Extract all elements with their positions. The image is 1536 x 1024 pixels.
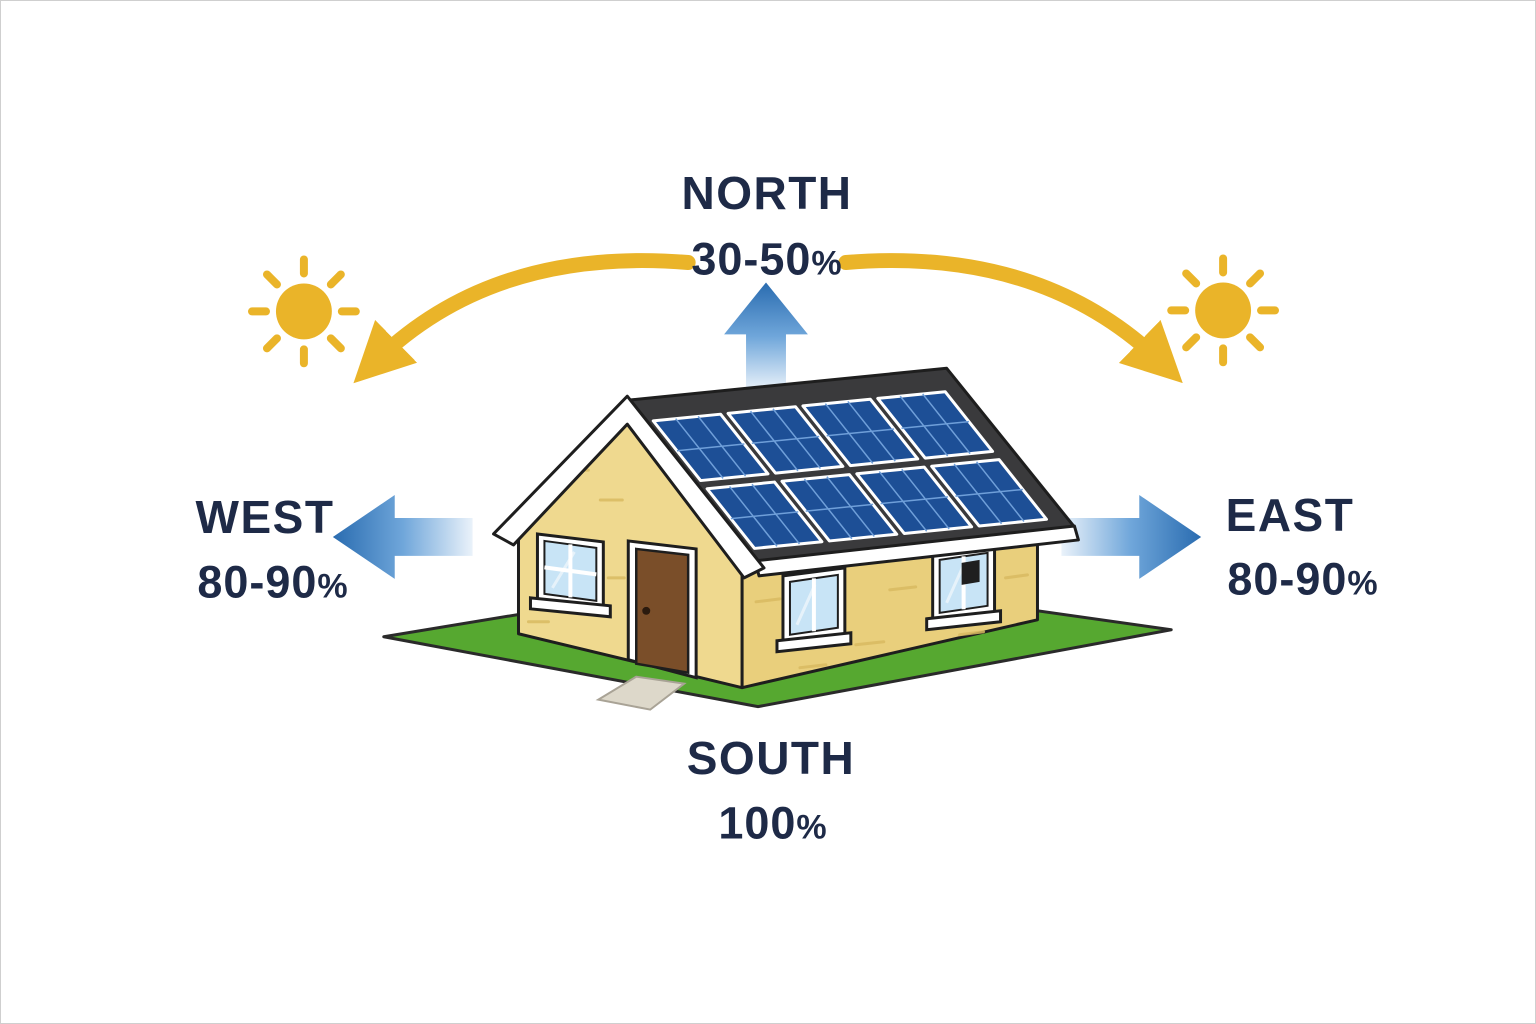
gable-bargeboard	[492, 394, 766, 580]
solar-panel-array	[651, 390, 1048, 550]
west-arrow-icon	[332, 495, 473, 579]
east-value-number: 80-90	[1227, 553, 1348, 605]
sun-path-arc-right	[838, 253, 1183, 384]
north-label: NORTH	[681, 167, 853, 219]
window-decal	[961, 559, 980, 585]
window-sill	[528, 596, 612, 619]
front-window-left	[775, 566, 853, 654]
north-value: 30-50%	[691, 237, 842, 282]
east-value-unit: %	[1347, 564, 1379, 603]
east-value: 80-90%	[1227, 557, 1378, 602]
window-sill	[775, 631, 853, 654]
east-arrow-icon	[1061, 495, 1202, 579]
west-value-unit: %	[317, 567, 349, 606]
west-value-number: 80-90	[197, 556, 318, 608]
south-value-unit: %	[796, 808, 828, 847]
solar-panel-grid	[675, 393, 1025, 547]
east-label: EAST	[1225, 489, 1355, 541]
house-illustration	[492, 366, 1080, 690]
sun-icon-left	[252, 259, 356, 363]
north-value-number: 30-50	[691, 233, 812, 285]
south-label: SOUTH	[686, 732, 856, 784]
north-arrow-icon	[724, 282, 808, 391]
sun-icon-right	[1171, 258, 1275, 362]
west-label: WEST	[195, 491, 335, 543]
gable-window	[528, 532, 612, 619]
south-value: 100%	[718, 801, 827, 846]
west-value: 80-90%	[197, 560, 348, 605]
walkway	[595, 675, 687, 711]
door-knob-icon	[642, 606, 651, 615]
door-panel	[635, 547, 690, 675]
front-door	[626, 539, 698, 680]
south-value-number: 100	[718, 797, 797, 849]
front-window-right	[925, 544, 1003, 632]
north-value-unit: %	[811, 244, 843, 283]
sun-path-arc-left	[353, 253, 696, 384]
window-sill	[925, 609, 1003, 632]
